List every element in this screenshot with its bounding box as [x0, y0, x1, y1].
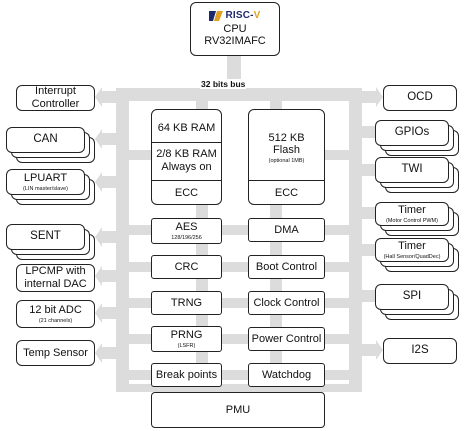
sent-block: SENT — [6, 224, 85, 250]
timer-pwm-block: Timer (Motor Control PWM) — [375, 202, 449, 226]
prng-block: PRNG (LSFR) — [151, 326, 222, 352]
ocd-block: OCD — [383, 85, 457, 111]
spi-label: SPI — [402, 290, 422, 303]
clock-control-label: Clock Control — [253, 296, 320, 309]
flash-size-label: 512 KB — [268, 131, 305, 144]
risc-v-logo-icon — [209, 10, 224, 21]
timer-pwm-label: Timer — [398, 204, 426, 217]
cpu-label: CPU — [223, 22, 247, 35]
twi-label: TWI — [401, 163, 423, 176]
spi-block: SPI — [375, 284, 449, 310]
watchdog-block: Watchdog — [248, 363, 325, 387]
lpcmp-line1: LPCMP with — [25, 265, 86, 278]
crc-block: CRC — [151, 255, 222, 279]
adc-sub: (21 channels) — [38, 317, 73, 324]
temp-sensor-block: Temp Sensor — [16, 340, 95, 366]
cpu-block: RISC-V CPU RV32IMAFC — [190, 2, 280, 56]
adc-label: 12 bit ADC — [29, 304, 82, 317]
ram-always-on-label: 2/8 KB RAM — [156, 148, 217, 161]
ram-ecc-label: ECC — [174, 186, 199, 199]
gpios-block: GPIOs — [375, 120, 449, 146]
flash-sub: (optional 1MB) — [268, 157, 305, 164]
gpios-label: GPIOs — [394, 126, 430, 139]
can-block: CAN — [6, 127, 85, 153]
risc-v-logo-suffix: V — [253, 10, 261, 22]
twi-block: TWI — [375, 157, 449, 183]
timer-hall-block: Timer (Hall Sensor/QuadDec) — [375, 238, 449, 262]
timer-pwm-sub: (Motor Control PWM) — [386, 217, 438, 224]
sent-label: SENT — [30, 230, 61, 243]
cpu-isa: RV32IMAFC — [204, 35, 266, 48]
boot-control-label: Boot Control — [255, 260, 318, 273]
ocd-label: OCD — [407, 91, 433, 104]
ram-64kb-label: 64 KB RAM — [157, 121, 216, 134]
lpcmp-block: LPCMP with internal DAC — [16, 264, 95, 292]
i2s-block: I2S — [383, 338, 457, 364]
bus-label: 32 bits bus — [200, 79, 247, 89]
trng-label: TRNG — [170, 296, 203, 309]
power-control-block: Power Control — [248, 327, 325, 351]
dma-block: DMA — [248, 218, 325, 242]
interrupt-controller-block: Interrupt Controller — [16, 85, 95, 111]
interrupt-controller-line2: Controller — [31, 98, 80, 110]
flash-block: 512 KB Flash (optional 1MB) ECC — [248, 109, 325, 205]
ram-block: 64 KB RAM 2/8 KB RAM Always on ECC — [151, 109, 222, 205]
temp-sensor-label: Temp Sensor — [23, 346, 88, 359]
lpuart-label: LPUART — [23, 172, 68, 185]
interrupt-controller-line1: Interrupt — [35, 85, 76, 98]
can-label: CAN — [33, 133, 58, 146]
aes-label: AES — [175, 221, 198, 234]
watchdog-label: Watchdog — [261, 368, 312, 381]
crc-label: CRC — [174, 260, 199, 273]
breakpoints-label: Break points — [155, 368, 218, 381]
aes-sub: 128/196/256 — [171, 234, 202, 241]
prng-label: PRNG — [170, 329, 203, 342]
ram-always-on-sub: Always on — [161, 161, 212, 173]
lpuart-sub: (LIN master/slave) — [23, 185, 68, 192]
adc-block: 12 bit ADC (21 channels) — [16, 300, 95, 328]
flash-label: Flash — [273, 144, 300, 157]
breakpoints-block: Break points — [151, 363, 222, 387]
lpcmp-line2: internal DAC — [24, 278, 87, 290]
timer-hall-sub: (Hall Sensor/QuadDec) — [383, 253, 441, 260]
power-control-label: Power Control — [251, 332, 322, 345]
i2s-label: I2S — [411, 344, 429, 357]
flash-ecc-label: ECC — [274, 186, 299, 199]
lpuart-block: LPUART (LIN master/slave) — [6, 169, 85, 195]
boot-control-block: Boot Control — [248, 255, 325, 279]
aes-block: AES 128/196/256 — [151, 218, 222, 244]
prng-sub: (LSFR) — [177, 342, 196, 349]
clock-control-block: Clock Control — [248, 291, 325, 315]
risc-v-logo-text: RISC — [225, 10, 251, 22]
trng-block: TRNG — [151, 291, 222, 315]
pmu-block: PMU — [151, 392, 325, 428]
dma-label: DMA — [274, 223, 299, 236]
pmu-label: PMU — [225, 403, 251, 416]
timer-hall-label: Timer — [398, 240, 426, 253]
risc-v-logo: RISC-V — [209, 10, 260, 22]
